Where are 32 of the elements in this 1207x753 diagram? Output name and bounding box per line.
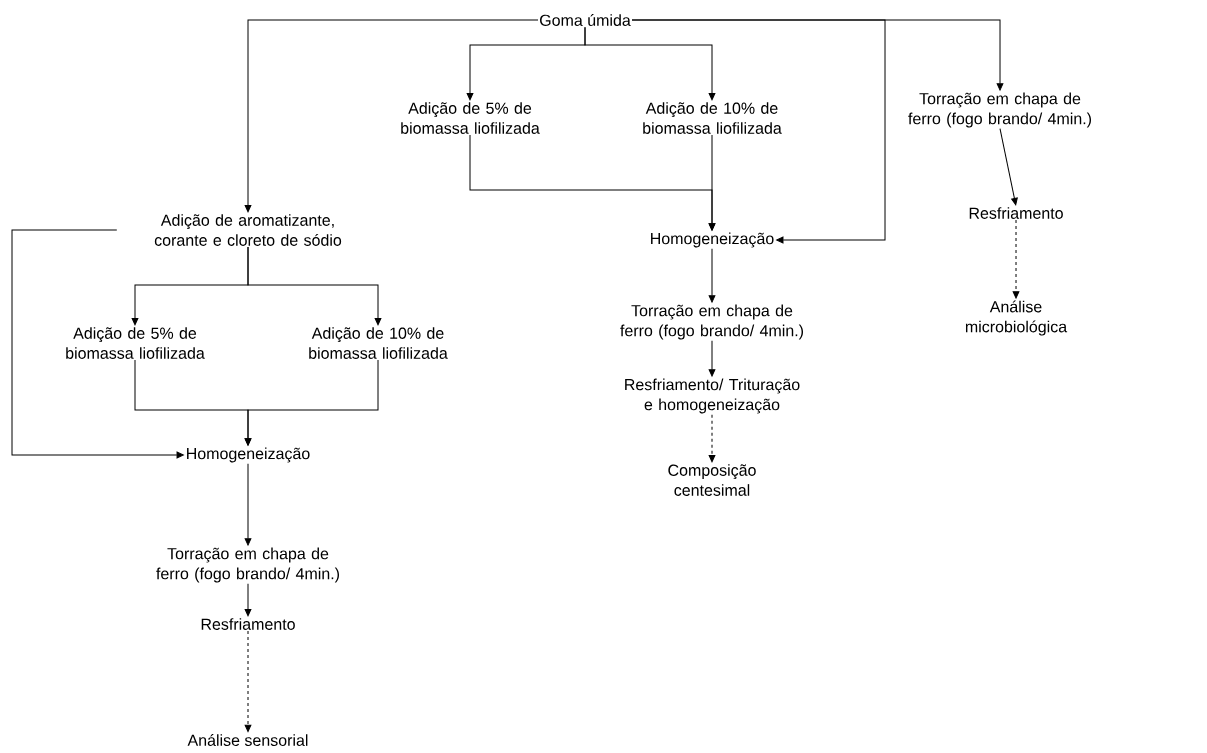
step-text: Homogeneização: [651, 232, 774, 248]
step-text: Torração em chapa de ferro (fogo brando/ 4min.): [620, 304, 803, 340]
arrow: [1012, 219, 1020, 299]
step-text: Composição centesimal: [668, 464, 756, 496]
step-text: Torração em chapa de ferro (fogo brando/ 4min.): [156, 547, 339, 583]
arrow: [244, 583, 252, 617]
arrow: [708, 414, 716, 463]
arrow: [244, 463, 252, 546]
step-text: Goma úmida: [540, 14, 631, 26]
step-text: Adição de 10% de biomassa liofilizada: [309, 327, 448, 359]
arrow: [708, 340, 716, 377]
arrow: [244, 359, 379, 446]
step-text: Análise microbiológica: [965, 300, 1068, 336]
step-text: Adição de aromatizante, corante e cloreto de sódio: [154, 214, 342, 246]
step-text: Torração em chapa de ferro (fogo brando/ 4min.): [908, 92, 1091, 128]
step-text: Adição de 5% de biomassa liofilizada: [66, 327, 205, 359]
arrow: [244, 19, 539, 213]
arrow: [708, 134, 716, 231]
step-text: Resfriamento/ Trituração e homogeneização: [625, 378, 800, 414]
arrow: [247, 246, 382, 326]
arrow: [999, 128, 1018, 206]
step-text: Homogeneização: [187, 447, 310, 463]
arrow: [708, 248, 716, 303]
step-text: Análise sensorial: [187, 734, 308, 746]
arrow: [11, 229, 184, 459]
step-text: Adição de 5% de biomassa liofilizada: [401, 102, 540, 134]
arrow: [244, 630, 252, 733]
arrow: [584, 26, 716, 101]
step-text: Resfriamento: [201, 618, 295, 630]
step-text: Adição de 10% de biomassa liofilizada: [643, 102, 782, 134]
arrow: [631, 19, 886, 244]
step-text: Resfriamento: [969, 207, 1063, 219]
